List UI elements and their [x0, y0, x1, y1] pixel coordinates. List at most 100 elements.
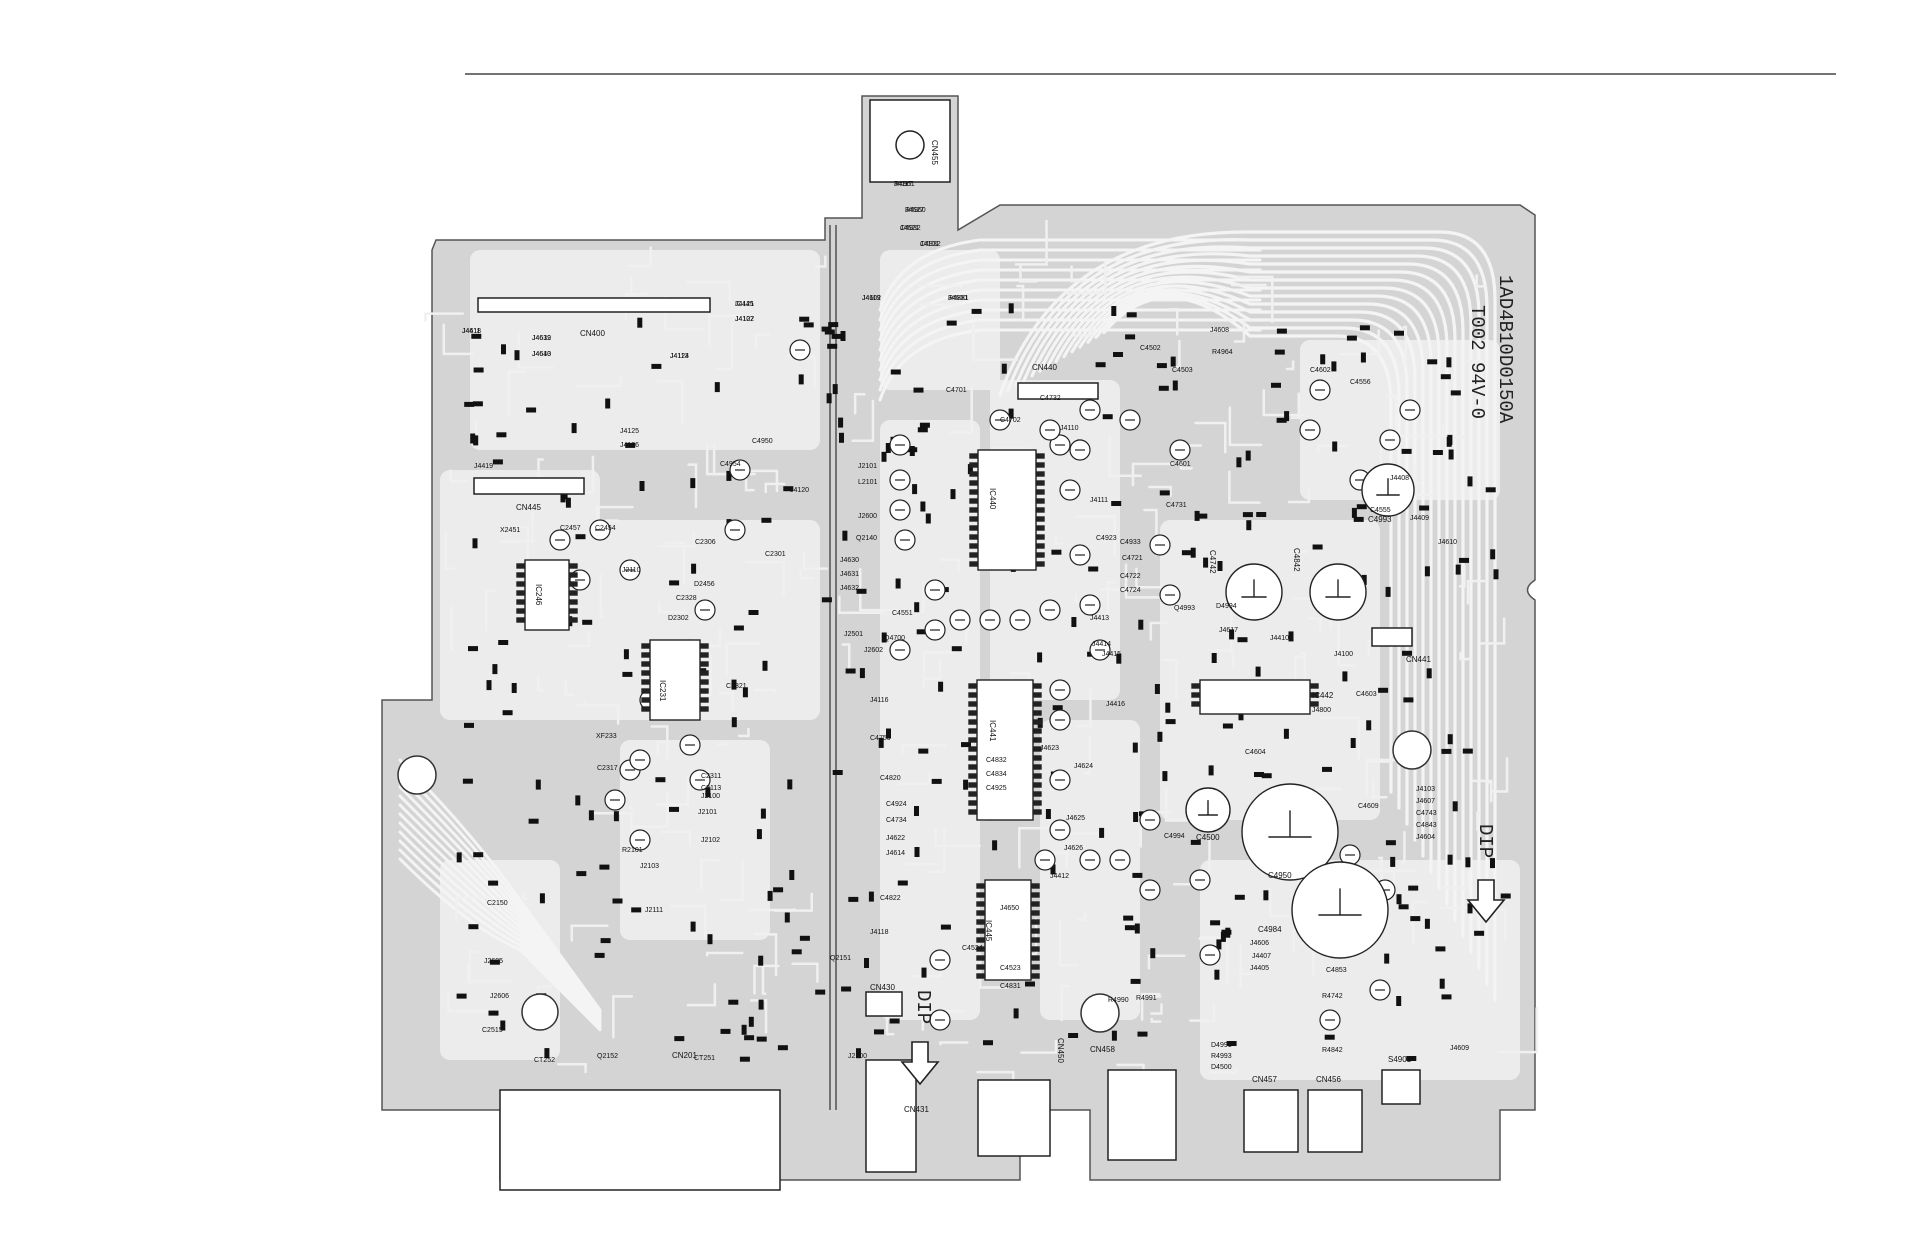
label-c2515: C2515: [482, 1027, 503, 1034]
label-r2101: R2101: [622, 847, 643, 854]
label-cn458: CN458: [1090, 1045, 1115, 1054]
label-r4990: R4990: [1108, 997, 1129, 1004]
label-c4843: C4843: [1416, 822, 1437, 829]
label-c4743: C4743: [1416, 810, 1437, 817]
label-c2306: C2306: [695, 539, 716, 546]
label-j4110: J4110: [1060, 425, 1079, 432]
label-d4500: D4500: [1211, 1064, 1232, 1071]
mounting-holes: [397, 730, 1432, 1033]
ic-ic441: [976, 679, 1034, 821]
label-q4700: Q4700: [884, 635, 905, 642]
label-cn445: CN445: [516, 503, 541, 512]
label-r4964: R4964: [1212, 349, 1233, 356]
ic-ic231: [649, 639, 701, 721]
label-ct252: CT252: [534, 1057, 555, 1064]
label-j2101: J2101: [698, 809, 717, 816]
label-j4101: J4101: [920, 241, 939, 248]
label-cn440: CN440: [1032, 363, 1057, 372]
label-ic442: IC442: [1312, 691, 1334, 700]
ic-packages: [516, 449, 1319, 981]
label-c4822: C4822: [880, 895, 901, 902]
label-j2605: J2605: [484, 958, 503, 965]
label-c2311: C2311: [701, 773, 721, 780]
label-c4993: C4993: [1368, 515, 1392, 524]
label-j2111: J2111: [645, 907, 663, 914]
label-r4960: R4960: [905, 207, 926, 214]
label-c4831: C4831: [1000, 983, 1021, 990]
component-labels: J4117J4627J4621J4101R4881J4119J4121J4122…: [462, 181, 1469, 1071]
board-code-line2: T002 94V-0: [1466, 305, 1488, 419]
label-j4407: J4407: [1252, 953, 1271, 960]
label-c2113: C2113: [701, 785, 721, 792]
ic-ic246: [524, 559, 570, 631]
connector-cn400: [477, 297, 711, 313]
label-j4613: J4613: [532, 351, 551, 358]
label-j4622: J4622: [886, 835, 905, 842]
label-j4120: J4120: [790, 487, 809, 494]
ic-ic445: [984, 879, 1032, 981]
label-j4611: J4611: [462, 328, 481, 335]
label-j4632: J4632: [840, 585, 859, 592]
label-r4881: R4881: [948, 295, 969, 302]
label-c4950: C4950: [752, 438, 773, 445]
label-j4415: J4415: [1102, 651, 1121, 658]
label-j4416: J4416: [1106, 701, 1125, 708]
label-j2606: J2606: [490, 993, 509, 1000]
label-c4702: C4702: [1000, 417, 1021, 424]
label-s4901: S4901: [1388, 1055, 1412, 1064]
label-c4932: C4932: [920, 241, 941, 248]
label-j4409: J4409: [1410, 515, 1429, 522]
label-j4639: J4639: [532, 335, 551, 342]
label-d4991: D4991: [1211, 1042, 1232, 1049]
label-j4609: J4609: [1450, 1045, 1469, 1052]
connector-cn440: [1017, 382, 1099, 400]
label-j2101: J2101: [858, 463, 877, 470]
label-c4734: C4734: [886, 817, 907, 824]
label-j4121: J4121: [735, 301, 754, 308]
label-q2140: Q2140: [856, 535, 877, 542]
label-j4623: J4623: [1040, 745, 1059, 752]
label-d4994: D4994: [1216, 603, 1237, 610]
label-c4555: C4555: [1370, 507, 1391, 514]
label-ic246: IC246: [534, 584, 543, 606]
label-j4100: J4100: [1334, 651, 1353, 658]
label-q4993: Q4993: [1174, 605, 1195, 612]
board-code-line1: 1AD4B10D0150A: [1494, 275, 1516, 424]
label-r4961: R4961: [894, 181, 915, 188]
label-ic441: IC441: [988, 720, 997, 742]
dip-arrow-right: [1466, 879, 1506, 924]
label-j4624: J4624: [1074, 763, 1093, 770]
label-j4800: J4800: [1312, 707, 1331, 714]
label-j4419: J4419: [474, 463, 493, 470]
label-q2151: Q2151: [830, 955, 851, 962]
connector-cn457: [1243, 1089, 1299, 1153]
label-c2150: C2150: [487, 900, 508, 907]
label-c4933: C4933: [1120, 539, 1141, 546]
label-c4551: C4551: [892, 610, 913, 617]
label-c2454: C2454: [595, 525, 616, 532]
label-j4125: J4125: [620, 428, 639, 435]
connectors: [473, 99, 1421, 1191]
label-c4742: C4742: [1208, 550, 1217, 574]
connector-s4901: [1381, 1069, 1421, 1105]
label-c4832: C4832: [986, 757, 1007, 764]
dip-label-right: DIP: [1474, 824, 1496, 858]
label-ic440: IC440: [988, 488, 997, 510]
label-j4627: J4627: [905, 207, 924, 214]
label-c4701: C4701: [946, 387, 967, 394]
label-c4925: C4925: [986, 785, 1007, 792]
label-q2152: Q2152: [597, 1053, 618, 1060]
label-j4414: J4414: [1092, 641, 1111, 648]
label-cn457: CN457: [1252, 1075, 1277, 1084]
label-j4610: J4610: [1438, 539, 1457, 546]
label-r4993: R4993: [1211, 1053, 1232, 1060]
connector-cn441: [1371, 627, 1413, 647]
label-j4608: J4608: [1210, 327, 1229, 334]
label-c4524: C4524: [962, 945, 983, 952]
connector-cn201: [499, 1089, 781, 1191]
large-capacitors: [1185, 463, 1415, 959]
label-l2101: L2101: [858, 479, 878, 486]
part-name-labels: CN455CN400CN445CN440CN441CN430CN431CN450…: [516, 140, 1431, 1114]
ic-ic440: [977, 449, 1037, 571]
